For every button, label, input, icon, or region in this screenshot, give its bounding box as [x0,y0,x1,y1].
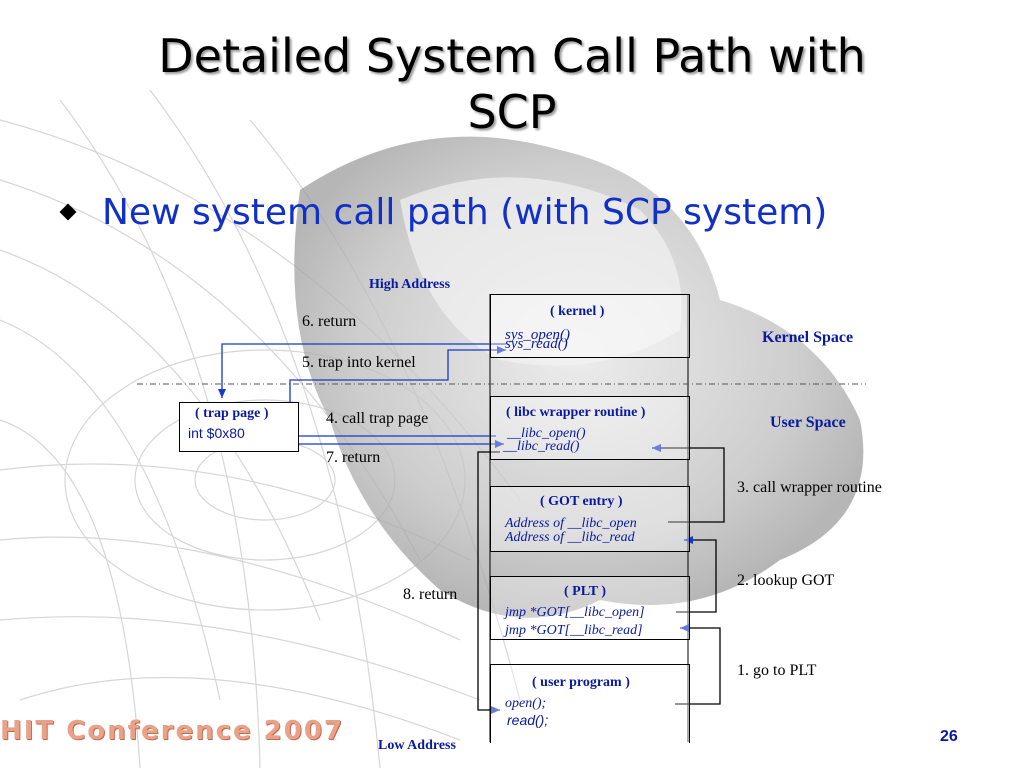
step-3-label: 3. call wrapper routine [737,479,882,496]
kernel-space-label: Kernel Space [762,329,854,346]
libc-box [490,396,690,460]
arrow-return-8 [477,451,500,714]
trap-page-box [179,402,299,452]
conference-logo-text: HIT Conference 2007 [0,716,345,746]
step-8-label: 8. return [403,586,458,603]
low-address-label: Low Address [378,738,456,753]
step-4-label: 4. call trap page [326,410,429,427]
user-program-box [490,664,690,743]
trap-page-line: int $0x80 [188,425,245,441]
user-program-title: ( user program ) [532,675,630,690]
libc-line-1: __libc_open() [507,426,586,441]
slide-title: Detailed System Call Path with SCP [0,28,1024,140]
plt-line-1: jmp *GOT[__libc_open] [505,605,645,620]
libc-line-2: __libc_read() [503,439,580,454]
arrow-call-wrapper [652,444,725,523]
plt-title: ( PLT ) [564,584,607,599]
got-line-2: Address of __libc_read [505,530,635,545]
title-line-1: Detailed System Call Path with [158,29,866,83]
page-number: 26 [940,728,958,745]
arrow-lookup-got [676,536,717,613]
libc-title: ( libc wrapper routine ) [506,405,646,420]
got-line-1: Address of __libc_open [505,516,637,531]
user-line-2: read(); [507,712,549,728]
kernel-box [490,294,690,358]
step-7-label: 7. return [326,449,381,466]
bullet-text: New system call path (with SCP system) [102,192,828,233]
kernel-line-1: sys_open() [505,327,570,343]
got-title: ( GOT entry ) [540,494,623,509]
step-1-label: 1. go to PLT [737,662,817,679]
step-6-label: 6. return [302,313,357,330]
trap-page-title: ( trap page ) [195,406,269,421]
plt-line-2: jmp *GOT[__libc_read] [505,623,643,638]
step-5-label: 5. trap into kernel [302,354,416,371]
user-space-label: User Space [770,414,846,431]
step-2-label: 2. lookup GOT [737,572,835,589]
arrow-go-to-plt [675,624,721,705]
hat-illustration [294,136,864,618]
kernel-line-2: sys_read() [505,336,568,352]
arrow-return-6 [218,343,506,398]
high-address-label: High Address [369,277,451,292]
user-line-1: open(); [505,696,547,711]
kernel-title: ( kernel ) [550,304,605,319]
got-box [490,486,690,552]
plt-box [490,576,690,640]
title-line-2: SCP [467,85,557,139]
arrow-trap-into-kernel [289,346,506,402]
